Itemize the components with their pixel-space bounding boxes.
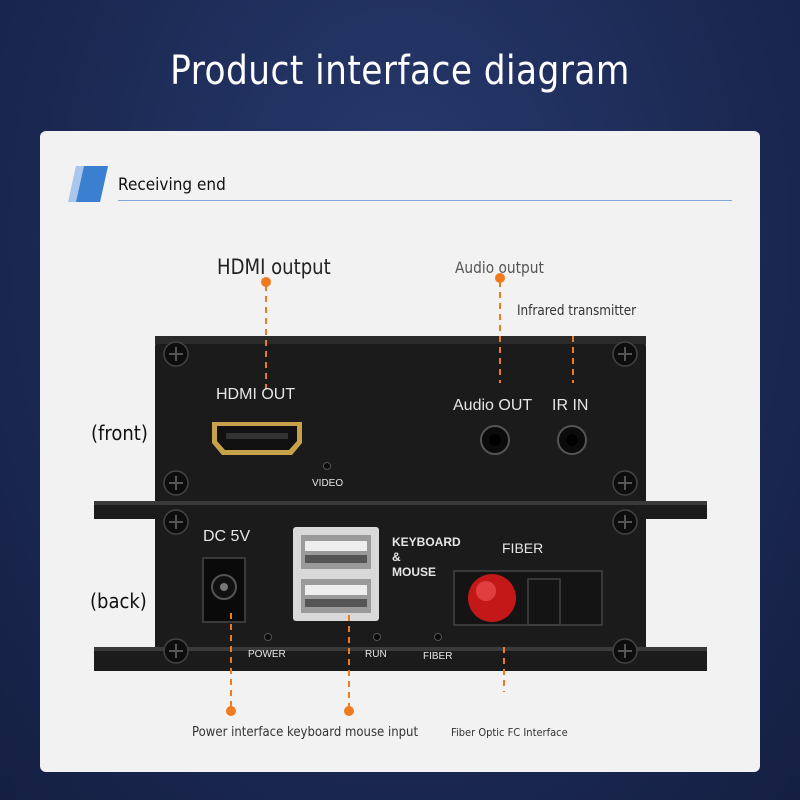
power-led-label: POWER	[248, 649, 286, 660]
screw-icon	[163, 470, 189, 496]
device-illustration	[94, 273, 707, 716]
section-title: Receiving end	[118, 175, 226, 195]
audio-jack-icon	[480, 425, 510, 455]
screw-icon	[612, 470, 638, 496]
section-divider	[118, 200, 732, 201]
power-led-icon	[264, 633, 272, 641]
screw-icon	[612, 638, 638, 664]
hdmi-out-label: HDMI OUT	[216, 386, 296, 403]
front-panel	[94, 336, 707, 519]
screw-icon	[163, 638, 189, 664]
callout-leaders	[230, 281, 574, 713]
fiber-led-label: FIBER	[423, 651, 453, 662]
run-led-label: RUN	[365, 649, 387, 660]
dc-jack-icon	[202, 557, 246, 623]
screw-icon	[612, 341, 638, 367]
run-led-icon	[373, 633, 381, 641]
screw-icon	[163, 509, 189, 535]
ir-in-label: IR IN	[552, 397, 589, 414]
fiber-label: FIBER	[502, 540, 544, 556]
callout-front: (front)	[91, 421, 148, 445]
callout-audio-output: Audio output	[455, 258, 544, 277]
ir-jack-icon	[557, 425, 587, 455]
callout-infrared-transmitter: Infrared transmitter	[517, 303, 637, 319]
video-led-icon	[323, 462, 331, 470]
audio-out-label: Audio OUT	[453, 397, 533, 414]
section-marker-icon	[68, 166, 108, 202]
callout-hdmi-output: HDMI output	[217, 255, 331, 279]
usb-port-icon	[293, 527, 379, 621]
screw-icon	[612, 509, 638, 535]
dc-label: DC 5V	[203, 528, 251, 545]
diagram-card: Receiving end	[40, 131, 760, 772]
hdmi-port-icon	[212, 422, 302, 455]
callout-power-keyboard: Power interface keyboard mouse input	[192, 725, 419, 740]
screw-icon	[163, 341, 189, 367]
callout-dots	[226, 273, 505, 716]
callout-fiber-fc: Fiber Optic FC Interface	[451, 726, 568, 739]
back-panel	[94, 509, 707, 671]
callout-back: (back)	[90, 589, 147, 613]
fiber-led-icon	[434, 633, 442, 641]
fiber-connector-icon	[453, 570, 603, 626]
page-title: Product interface diagram	[170, 48, 630, 94]
video-label: VIDEO	[312, 478, 344, 489]
keyboard-mouse-label: KEYBOARD & MOUSE	[392, 535, 461, 579]
